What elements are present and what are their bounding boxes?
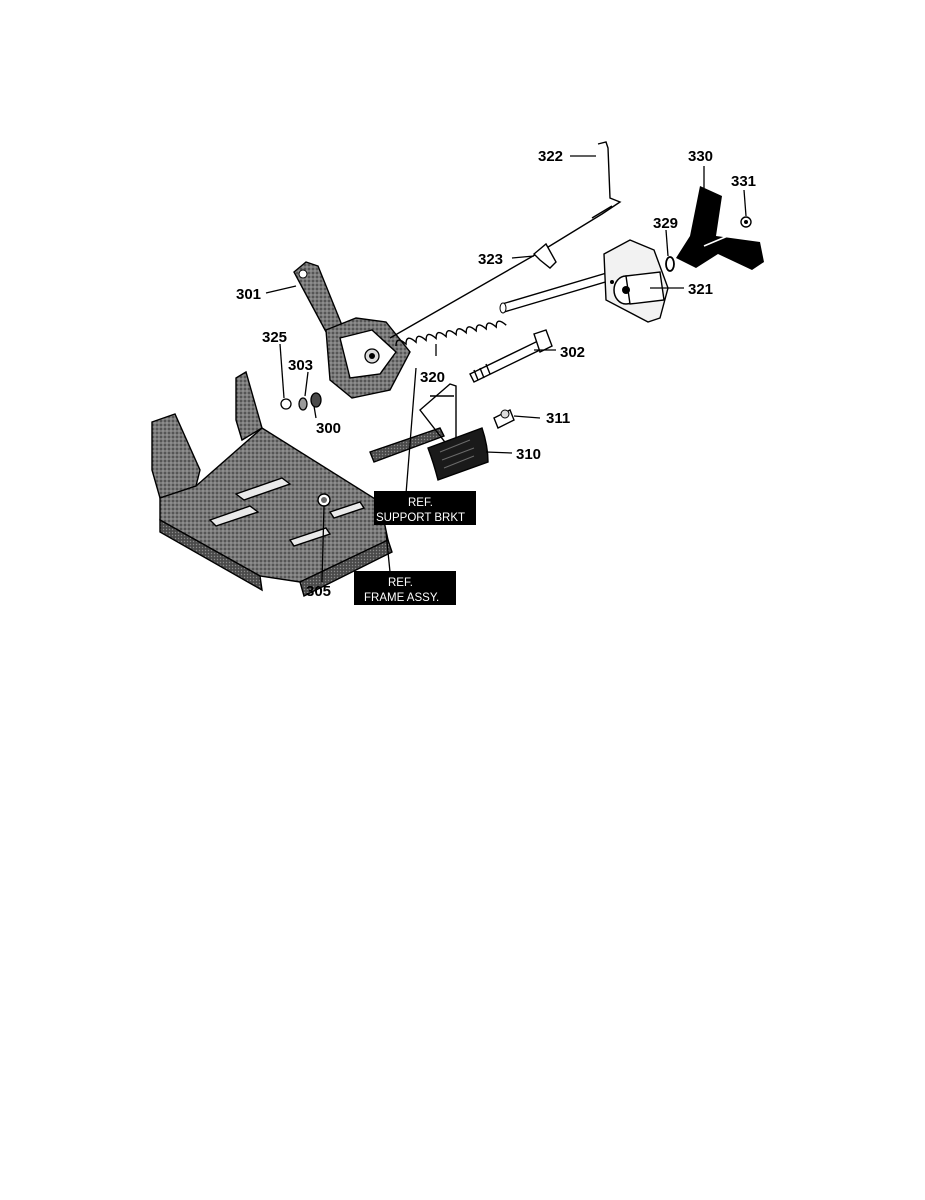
screw-311: [493, 409, 515, 429]
nut-331: [740, 216, 752, 228]
washer-329: [665, 256, 675, 272]
ref-support-bracket-box: REF. SUPPORT BRKT: [374, 491, 476, 525]
ref-frame-line2: FRAME ASSY.: [364, 592, 439, 604]
callout-305: 305: [306, 583, 331, 600]
plate-310: [427, 427, 489, 481]
ref-support-line2: SUPPORT BRKT: [376, 512, 465, 524]
leader-lines: [265, 155, 747, 583]
control-rod-321: [499, 239, 669, 323]
washer-325: [280, 398, 292, 410]
frame-assembly: [151, 370, 393, 598]
callout-323: 323: [478, 251, 503, 268]
callout-311: 311: [546, 410, 570, 427]
callout-331: 331: [731, 173, 756, 190]
callout-321: 321: [688, 281, 713, 298]
knob-330: [676, 186, 764, 270]
washer-303: [298, 397, 308, 411]
callout-303: 303: [288, 357, 313, 374]
ref-support-line1: REF.: [408, 497, 433, 509]
callout-301: 301: [236, 286, 261, 303]
nut-300: [310, 392, 322, 408]
callout-322: 322: [538, 148, 563, 165]
callout-325: 325: [262, 329, 287, 346]
lever-301: [293, 261, 411, 399]
callout-labels: 322 330 331 329 323 301 321 325 302 303 …: [236, 148, 756, 600]
callout-300: 300: [316, 420, 341, 437]
callout-302: 302: [560, 344, 585, 361]
support-bracket: [369, 383, 457, 463]
spring-320: [395, 320, 507, 347]
clip-323: [532, 242, 557, 269]
bolt-302: [469, 329, 553, 383]
callout-329: 329: [653, 215, 678, 232]
callout-310: 310: [516, 446, 541, 463]
rod-322: [389, 141, 622, 339]
ref-frame-line1: REF.: [388, 577, 413, 589]
callout-330: 330: [688, 148, 713, 165]
ref-frame-assembly-box: REF. FRAME ASSY.: [354, 571, 456, 605]
callout-320: 320: [420, 369, 445, 386]
